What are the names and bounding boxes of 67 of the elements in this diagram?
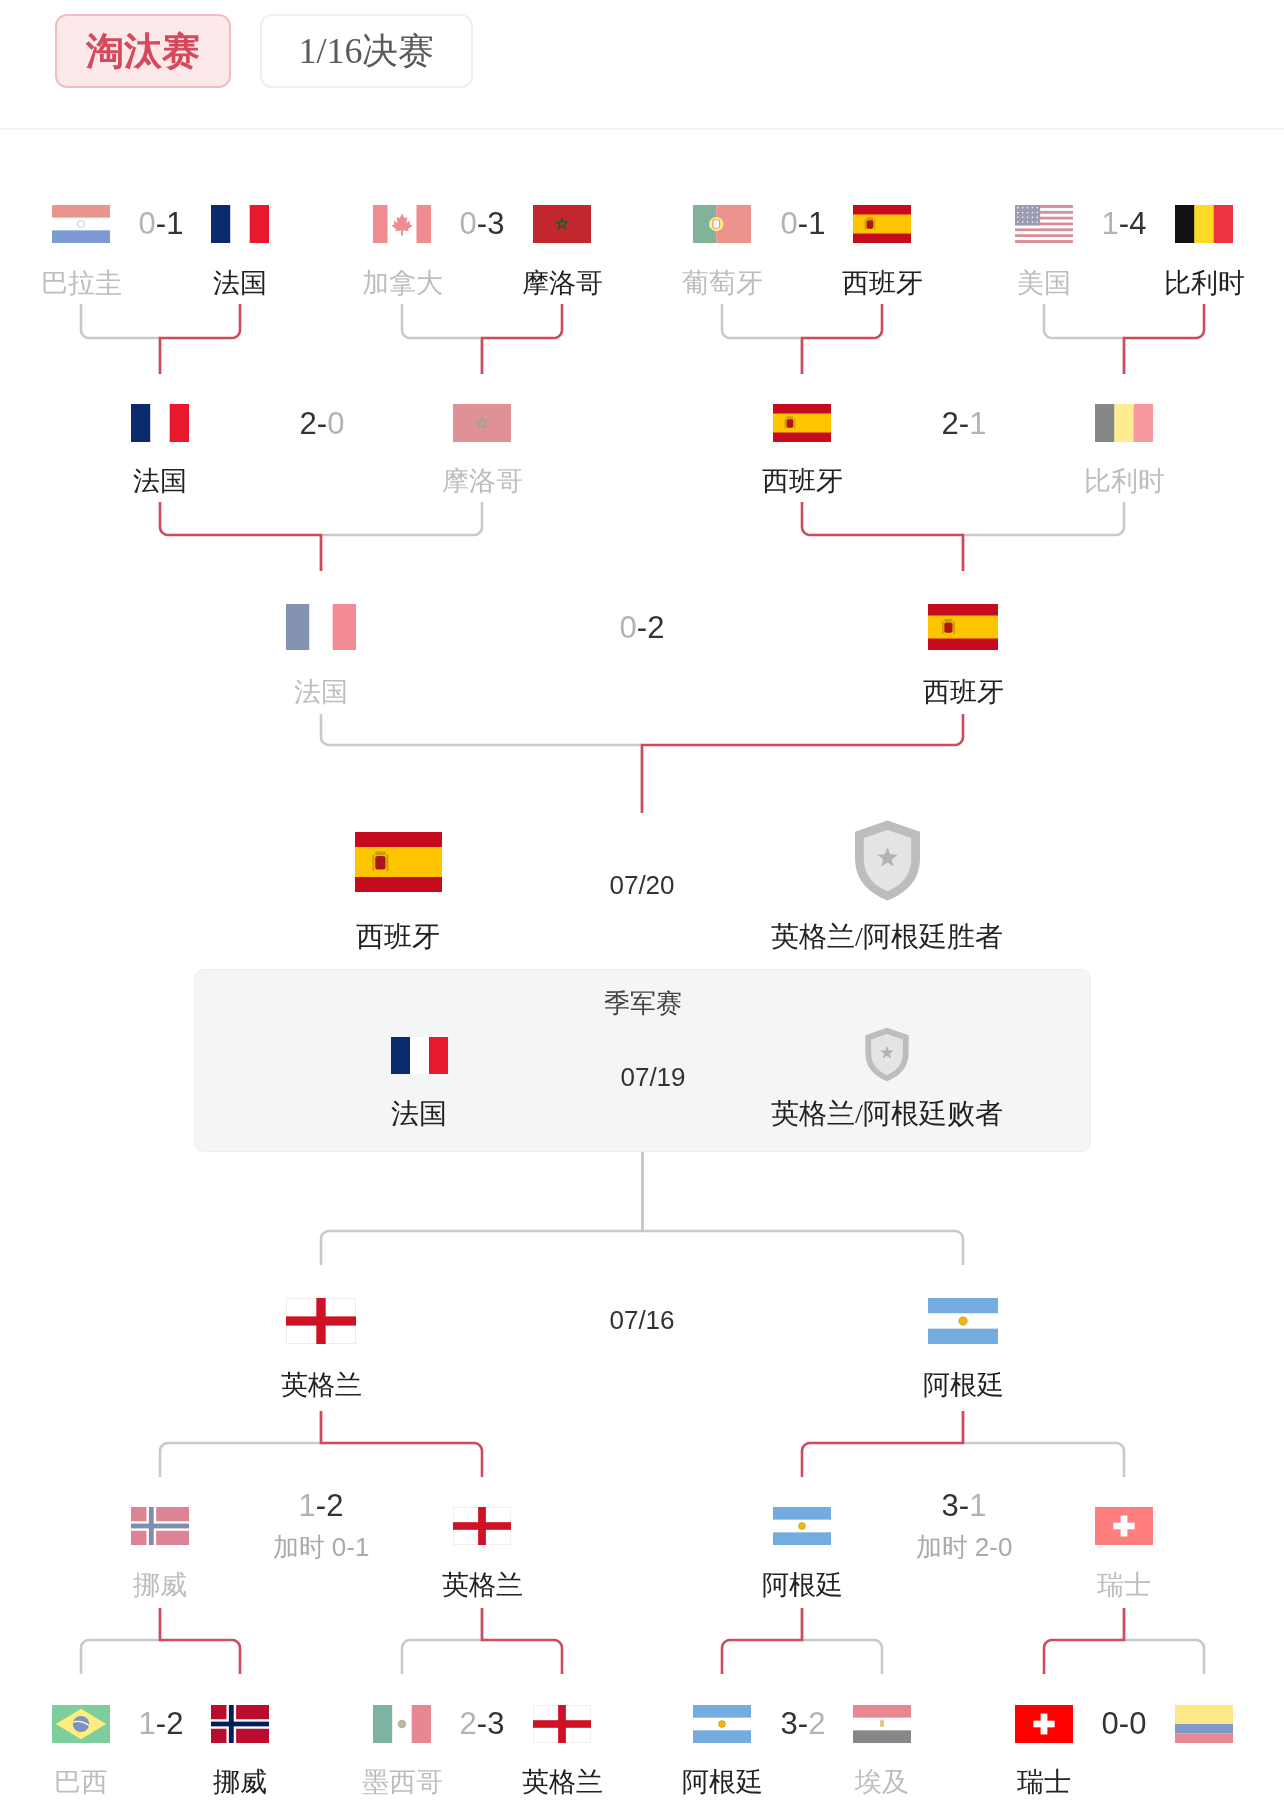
team-name: 西班牙 xyxy=(761,466,843,498)
score: 0-3 xyxy=(459,206,505,242)
score: 3-2 xyxy=(780,1706,826,1742)
team-name: 英格兰/阿根廷败者 xyxy=(771,1097,1003,1131)
bracket-line xyxy=(1042,1608,1126,1674)
score: 1-2 xyxy=(138,1706,184,1742)
team-name: 挪威 xyxy=(133,1570,187,1602)
team-name: 西班牙 xyxy=(922,677,1004,709)
panel-title: 季军赛 xyxy=(604,989,682,1019)
team-name: 英格兰 xyxy=(441,1570,523,1602)
team-name: 英格兰 xyxy=(521,1767,603,1799)
team-name: 西班牙 xyxy=(356,920,440,954)
score: 0-2 xyxy=(619,610,665,646)
team-name: 瑞士 xyxy=(1017,1767,1071,1799)
team-name: 挪威 xyxy=(213,1767,267,1799)
bracket-line xyxy=(319,1411,484,1477)
team-name: 法国 xyxy=(391,1097,447,1131)
bracket-line xyxy=(158,1608,242,1674)
score: 1-2 xyxy=(298,1488,344,1524)
score: 2-1 xyxy=(941,406,987,442)
match-date: 07/16 xyxy=(609,1306,675,1336)
score: 0-1 xyxy=(780,206,826,242)
score: 1-4 xyxy=(1101,206,1147,242)
team-name: 阿根廷 xyxy=(761,1570,843,1602)
score: 0-0 xyxy=(1101,1706,1147,1742)
team-name: 加拿大 xyxy=(361,268,443,300)
team-name: 西班牙 xyxy=(841,268,923,300)
team-name: 巴拉圭 xyxy=(40,268,122,300)
team-name: 比利时 xyxy=(1163,268,1245,300)
bracket-line xyxy=(158,304,242,374)
bracket-line xyxy=(480,1608,564,1674)
team-name: 法国 xyxy=(213,268,267,300)
team-name: 法国 xyxy=(294,677,348,709)
team-name: 瑞士 xyxy=(1097,1570,1151,1602)
bracket-line xyxy=(800,304,884,374)
extra-time-score: 加时 2-0 xyxy=(915,1533,1013,1563)
bracket-line xyxy=(720,1608,804,1674)
team-name: 埃及 xyxy=(855,1767,909,1799)
bracket-line xyxy=(800,1411,965,1477)
match-date: 07/20 xyxy=(609,871,675,901)
tab: 1/16决赛 xyxy=(260,14,473,88)
bracket-line xyxy=(1122,304,1206,374)
score: 2-0 xyxy=(299,406,345,442)
team-name: 墨西哥 xyxy=(361,1767,443,1799)
team-name: 摩洛哥 xyxy=(441,466,523,498)
bracket-line xyxy=(480,304,564,374)
team-name: 英格兰/阿根廷胜者 xyxy=(771,920,1003,954)
team-name: 比利时 xyxy=(1083,466,1165,498)
score: 2-3 xyxy=(459,1706,505,1742)
team-name: 阿根廷 xyxy=(681,1767,763,1799)
bracket-line xyxy=(800,502,965,571)
extra-time-score: 加时 0-1 xyxy=(272,1533,370,1563)
bracket-line xyxy=(158,502,323,571)
team-name: 阿根廷 xyxy=(922,1370,1004,1402)
team-name: 葡萄牙 xyxy=(681,268,763,300)
bracket-line xyxy=(640,714,965,813)
team-name: 摩洛哥 xyxy=(521,268,603,300)
team-name: 美国 xyxy=(1017,268,1071,300)
team-name: 巴西 xyxy=(54,1767,108,1799)
match-date: 07/19 xyxy=(620,1063,686,1093)
score: 3-1 xyxy=(941,1488,987,1524)
selected-tab: 淘汰赛 xyxy=(55,14,231,88)
score: 0-1 xyxy=(138,206,184,242)
bracket-line xyxy=(641,1152,965,1265)
team-name: 法国 xyxy=(133,466,187,498)
team-name: 英格兰 xyxy=(280,1370,362,1402)
third-place-panel xyxy=(194,969,1091,1152)
